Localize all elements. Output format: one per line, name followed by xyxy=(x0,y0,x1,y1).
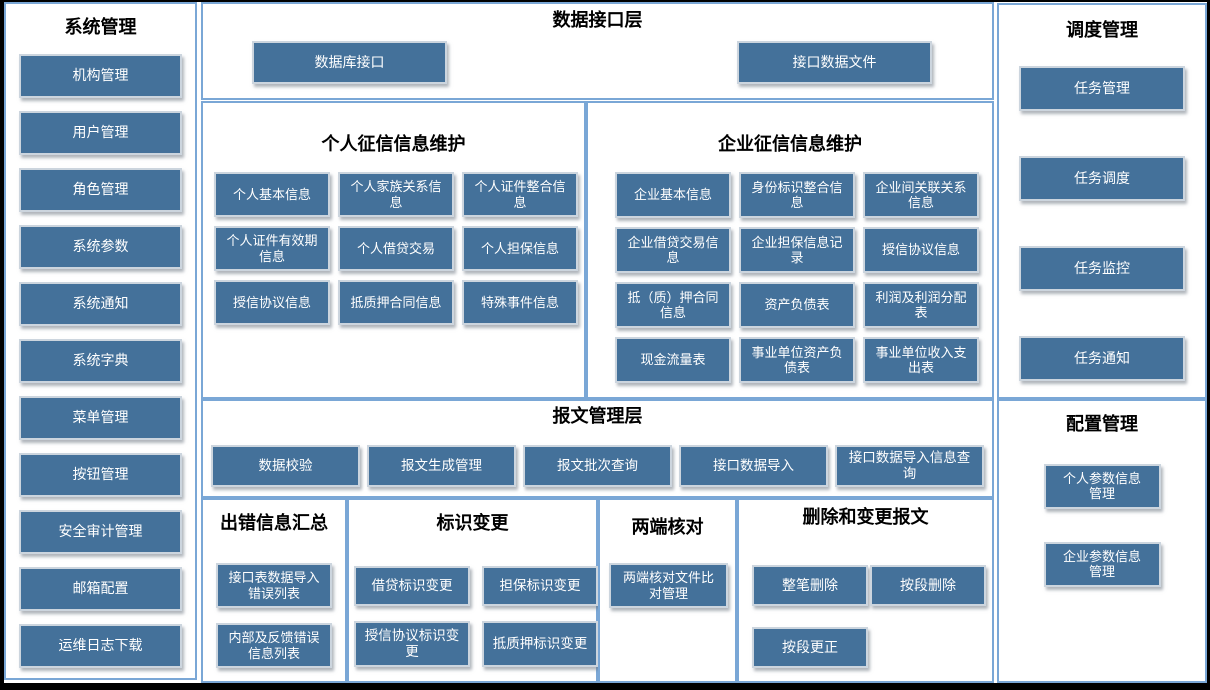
box-segment-delete: 按段删除 xyxy=(870,565,986,606)
box-credit-agreement-id-change: 授信协议标识变更 xyxy=(354,621,470,667)
box-profit-distribution-table: 利润及利润分配表 xyxy=(863,282,979,328)
two-end-check-title: 两端核对 xyxy=(631,517,704,537)
panel-identifier-change: 标识变更 借贷标识变更 担保标识变更 授信协议标识变更 抵质押标识变更 xyxy=(347,498,598,683)
box-system-dictionary: 系统字典 xyxy=(19,338,182,383)
box-personal-guarantee-info: 个人担保信息 xyxy=(462,226,578,271)
box-enterprise-param-info-management: 企业参数信息管理 xyxy=(1043,541,1161,587)
identifier-change-grid: 借贷标识变更 担保标识变更 授信协议标识变更 抵质押标识变更 xyxy=(354,566,598,667)
box-interface-data-import-info-query: 接口数据导入信息查询 xyxy=(835,445,984,487)
box-enterprise-basic-info: 企业基本信息 xyxy=(615,172,731,218)
box-task-monitoring: 任务监控 xyxy=(1019,245,1185,291)
box-message-batch-query: 报文批次查询 xyxy=(523,445,672,487)
panel-schedule-management: 调度管理 任务管理 任务调度 任务监控 任务通知 xyxy=(997,3,1207,399)
box-personal-credit-agreement-info: 授信协议信息 xyxy=(214,280,330,325)
panel-system-management: 系统管理 机构管理 用户管理 角色管理 系统参数 系统通知 系统字典 菜单管理 … xyxy=(4,2,197,680)
box-personal-id-integration-info: 个人证件整合信息 xyxy=(462,172,578,217)
box-enterprise-credit-agreement-info: 授信协议信息 xyxy=(863,227,979,273)
box-personal-id-validity-info: 个人证件有效期信息 xyxy=(214,226,330,271)
config-management-title: 配置管理 xyxy=(1066,414,1138,434)
box-institution-income-expense-table: 事业单位收入支出表 xyxy=(863,337,979,383)
enterprise-credit-grid: 企业基本信息 身份标识整合信息 企业间关联关系信息 企业借贷交易信息 企业担保信… xyxy=(615,172,979,383)
box-collateral-id-change: 抵质押标识变更 xyxy=(482,621,598,667)
error-info-summary-title: 出错信息汇总 xyxy=(220,513,328,533)
box-enterprise-guarantee-record: 企业担保信息记录 xyxy=(739,227,855,273)
box-menu-management: 菜单管理 xyxy=(19,395,182,440)
message-management-layer-title: 报文管理层 xyxy=(552,406,643,426)
panel-personal-credit-maintenance: 个人征信信息维护 个人基本信息 个人家族关系信息 个人证件整合信息 个人证件有效… xyxy=(201,101,586,399)
box-role-management: 角色管理 xyxy=(19,167,182,212)
box-interface-data-file: 接口数据文件 xyxy=(737,41,932,84)
box-task-notification: 任务通知 xyxy=(1019,335,1185,381)
schedule-management-title: 调度管理 xyxy=(1066,20,1138,40)
box-segment-correction: 按段更正 xyxy=(752,627,868,668)
panel-two-end-check: 两端核对 两端核对文件比对管理 xyxy=(598,498,737,683)
box-interface-table-import-error-list: 接口表数据导入错误列表 xyxy=(216,563,332,608)
message-management-row: 数据校验 报文生成管理 报文批次查询 接口数据导入 接口数据导入信息查询 xyxy=(211,445,984,487)
panel-error-info-summary: 出错信息汇总 接口表数据导入错误列表 内部及反馈错误信息列表 xyxy=(201,498,347,683)
box-system-params: 系统参数 xyxy=(19,224,182,269)
personal-credit-maintenance-title: 个人征信信息维护 xyxy=(321,134,466,154)
box-loan-id-change: 借贷标识变更 xyxy=(354,566,470,606)
panel-config-management: 配置管理 个人参数信息管理 企业参数信息管理 xyxy=(997,399,1207,683)
box-whole-record-delete: 整笔删除 xyxy=(752,565,868,606)
panel-enterprise-credit-maintenance: 企业征信信息维护 企业基本信息 身份标识整合信息 企业间关联关系信息 企业借贷交… xyxy=(586,101,994,399)
box-cash-flow-statement: 现金流量表 xyxy=(615,337,731,383)
panel-data-interface-layer: 数据接口层 数据库接口 接口数据文件 xyxy=(201,2,994,100)
box-personal-param-info-management: 个人参数信息管理 xyxy=(1043,463,1161,509)
box-message-generation-management: 报文生成管理 xyxy=(367,445,516,487)
box-system-notice: 系统通知 xyxy=(19,281,182,326)
box-personal-collateral-contract-info: 抵质押合同信息 xyxy=(338,280,454,325)
box-institution-balance-sheet: 事业单位资产负债表 xyxy=(739,337,855,383)
data-interface-layer-title: 数据接口层 xyxy=(552,10,643,30)
box-task-scheduling: 任务调度 xyxy=(1019,155,1185,201)
box-balance-sheet: 资产负债表 xyxy=(739,282,855,328)
box-interface-data-import: 接口数据导入 xyxy=(679,445,828,487)
box-ops-log-download: 运维日志下载 xyxy=(19,623,182,668)
box-mailbox-config: 邮箱配置 xyxy=(19,566,182,611)
panel-delete-and-change-message: 删除和变更报文 整笔删除 按段删除 按段更正 xyxy=(737,498,994,683)
box-data-validation: 数据校验 xyxy=(211,445,360,487)
enterprise-credit-maintenance-title: 企业征信信息维护 xyxy=(718,134,862,154)
system-management-title: 系统管理 xyxy=(64,17,137,37)
box-task-management: 任务管理 xyxy=(1019,65,1185,111)
box-user-management: 用户管理 xyxy=(19,110,182,155)
box-personal-family-relation-info: 个人家族关系信息 xyxy=(338,172,454,217)
box-personal-basic-info: 个人基本信息 xyxy=(214,172,330,217)
identifier-change-title: 标识变更 xyxy=(436,513,509,533)
box-button-management: 按钮管理 xyxy=(19,452,182,497)
box-enterprise-relation-info: 企业间关联关系信息 xyxy=(863,172,979,218)
box-personal-special-event-info: 特殊事件信息 xyxy=(462,280,578,325)
box-two-end-file-compare-management: 两端核对文件比对管理 xyxy=(609,563,728,608)
box-personal-loan-transaction: 个人借贷交易 xyxy=(338,226,454,271)
box-mortgage-contract-info: 抵（质）押合同信息 xyxy=(615,282,731,328)
delete-and-change-message-title: 删除和变更报文 xyxy=(802,507,929,527)
box-identity-integration-info: 身份标识整合信息 xyxy=(739,172,855,218)
box-internal-feedback-error-list: 内部及反馈错误信息列表 xyxy=(216,623,332,668)
panel-message-management-layer: 报文管理层 数据校验 报文生成管理 报文批次查询 接口数据导入 接口数据导入信息… xyxy=(201,399,994,498)
box-guarantee-id-change: 担保标识变更 xyxy=(482,566,598,606)
box-security-audit-management: 安全审计管理 xyxy=(19,509,182,554)
box-enterprise-loan-transaction-info: 企业借贷交易信息 xyxy=(615,227,731,273)
personal-credit-grid: 个人基本信息 个人家族关系信息 个人证件整合信息 个人证件有效期信息 个人借贷交… xyxy=(214,172,578,325)
box-org-management: 机构管理 xyxy=(19,53,182,98)
box-database-interface: 数据库接口 xyxy=(252,41,447,84)
